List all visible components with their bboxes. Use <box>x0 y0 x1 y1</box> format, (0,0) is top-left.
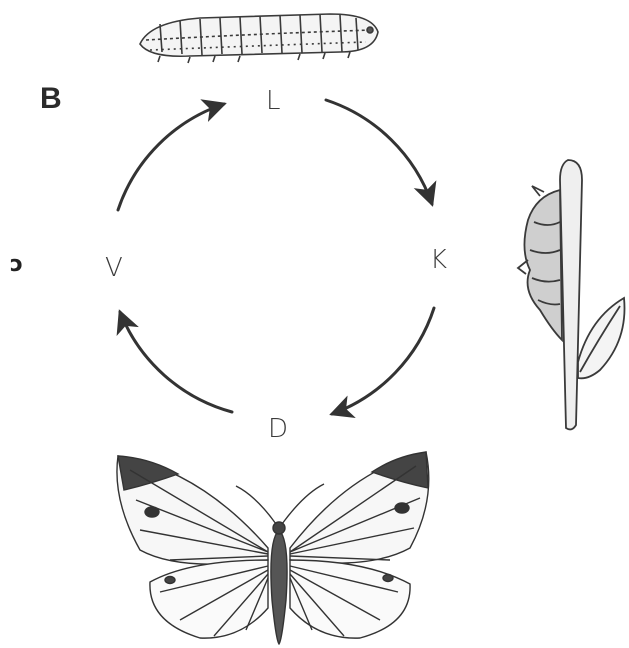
caterpillar-larva-illustration <box>140 14 378 63</box>
arrow-larva-to-pupa <box>326 100 432 204</box>
cycle-arrows <box>118 100 434 414</box>
arrow-adult-to-egg <box>120 312 232 412</box>
arrow-pupa-to-adult <box>332 308 434 414</box>
arrow-egg-to-larva <box>118 104 224 210</box>
adult-butterfly-illustration <box>117 452 429 644</box>
pupa-on-stem-illustration <box>518 160 625 429</box>
